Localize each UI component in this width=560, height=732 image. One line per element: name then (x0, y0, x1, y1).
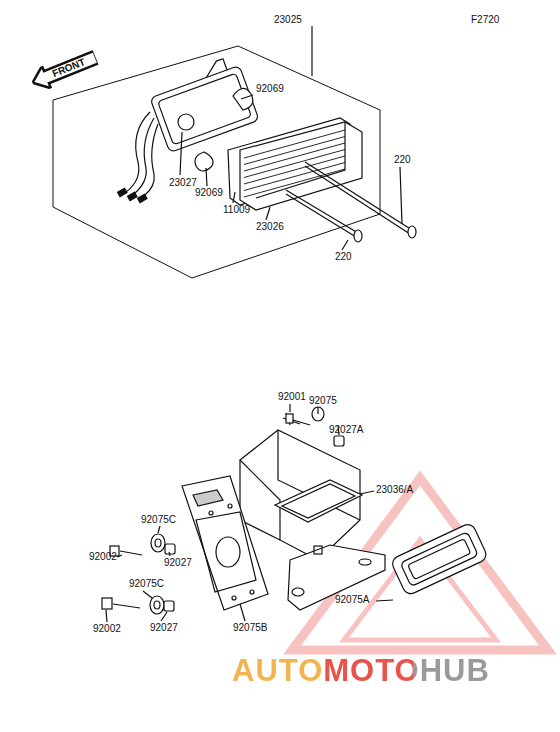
watermark: AUTOMOTOHUB (232, 654, 490, 688)
callout-number: 23027 (168, 177, 198, 189)
callout-number: 92069 (255, 83, 285, 95)
callout-number: 92027 (163, 557, 193, 569)
callout-number: 92075B (232, 622, 268, 634)
callout-number: 23036/A (375, 484, 414, 496)
callout-number: 220 (393, 154, 412, 166)
callout-number: 92075A (334, 594, 370, 606)
callout-number: 11009 (222, 204, 251, 216)
callout-number: 92027 (149, 622, 179, 634)
callout-number: 92075C (128, 578, 165, 590)
direction-arrow: FRONT (28, 46, 100, 94)
callout-number: 23025 (273, 14, 303, 26)
callout-number: 92075 (308, 395, 338, 407)
callout-number: 220 (334, 251, 353, 263)
callout-number: 92002 (92, 623, 122, 635)
figure-code: F2720 (470, 14, 500, 26)
callout-number: 92069 (194, 187, 224, 199)
callout-number: 92075C (140, 514, 177, 526)
callout-number: 92027A (328, 424, 364, 436)
callout-number: 92001 (277, 391, 307, 403)
callout-number: 92002 (88, 551, 118, 563)
callout-number: 23026 (255, 221, 285, 233)
